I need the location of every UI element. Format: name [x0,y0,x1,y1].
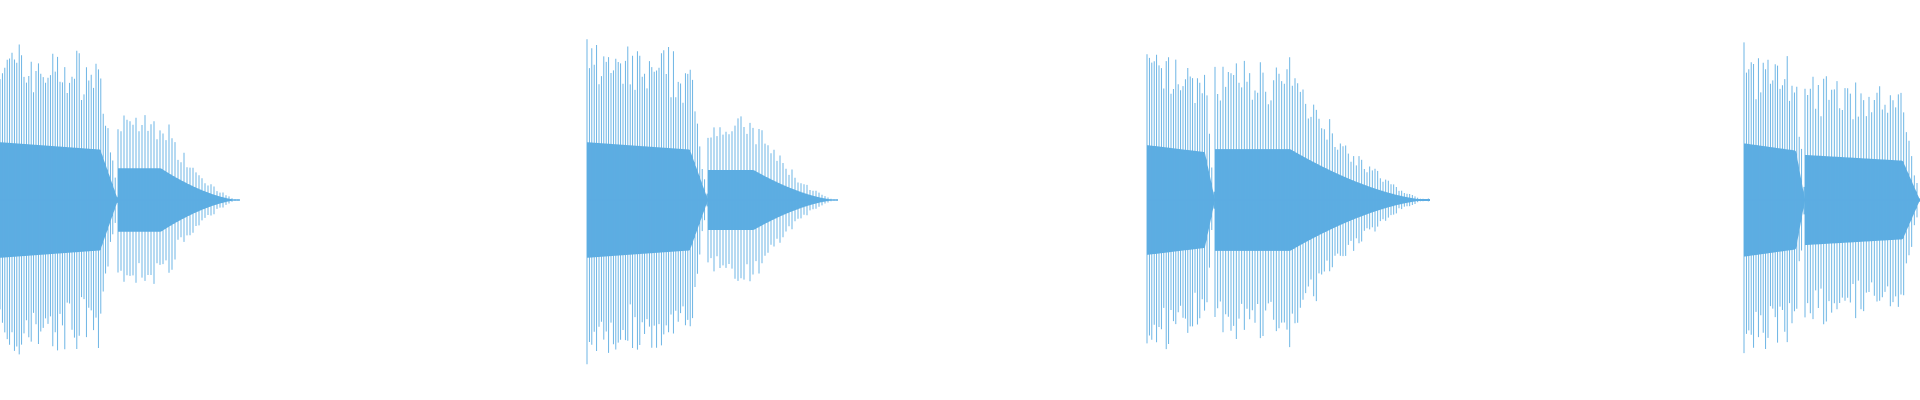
waveform-event-1 [0,44,240,355]
waveform-event-2 [586,39,838,365]
waveform-event-4 [1743,42,1920,354]
waveform-event-3 [1146,54,1430,350]
